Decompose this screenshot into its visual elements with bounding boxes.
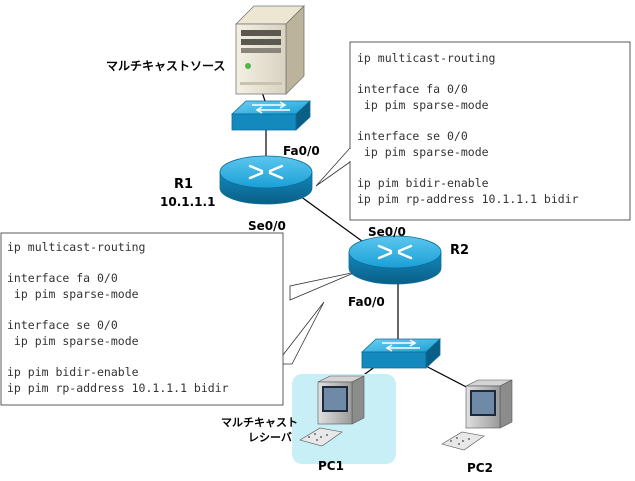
pc1-icon bbox=[299, 375, 365, 447]
r2-callout-pointer bbox=[289, 271, 357, 301]
r1-config-text: ip multicast-routing interface fa 0/0 ip… bbox=[357, 51, 613, 206]
r2-config-line: ip pim rp-address 10.1.1.1 bidir bbox=[7, 381, 229, 395]
r1-callout-pointer bbox=[315, 146, 351, 187]
r1-se-port: Se0/0 bbox=[248, 219, 286, 233]
r2-config-line: ip pim sparse-mode bbox=[7, 334, 139, 348]
r1-config-line: ip pim bidir-enable bbox=[357, 176, 489, 190]
r2-config-line: ip multicast-routing bbox=[7, 240, 145, 254]
r1-config-line: interface se 0/0 bbox=[357, 129, 468, 143]
r1-config-callout: ip multicast-routing interface fa 0/0 ip… bbox=[315, 41, 631, 221]
switch-bottom-icon bbox=[360, 338, 442, 369]
r1-fa-port: Fa0/0 bbox=[283, 144, 320, 158]
r1-config-line: ip pim sparse-mode bbox=[357, 98, 489, 112]
r2-config-callout: ip multicast-routing interface fa 0/0 ip… bbox=[0, 232, 357, 406]
r2-config-line: ip pim bidir-enable bbox=[7, 365, 139, 379]
r1-address: 10.1.1.1 bbox=[160, 195, 215, 209]
r2-config-line: interface fa 0/0 bbox=[7, 271, 118, 285]
r1-config-line: ip pim sparse-mode bbox=[357, 145, 489, 159]
r2-fa-port: Fa0/0 bbox=[348, 295, 385, 309]
r2-se-port: Se0/0 bbox=[368, 225, 406, 239]
r1-config-box bbox=[349, 41, 631, 221]
r1-config-line: ip multicast-routing bbox=[357, 51, 495, 65]
r1-name: R1 bbox=[174, 177, 193, 192]
r2-config-line: ip pim sparse-mode bbox=[7, 287, 139, 301]
server-label: マルチキャストソース bbox=[106, 59, 225, 73]
receiver-label-line1: マルチキャスト bbox=[221, 416, 298, 429]
r2-config-line: interface se 0/0 bbox=[7, 318, 118, 332]
r2-config-text: ip multicast-routing interface fa 0/0 ip… bbox=[7, 240, 263, 395]
r1-router-icon bbox=[219, 155, 313, 205]
pc2-icon bbox=[441, 379, 513, 451]
pc2-label: PC2 bbox=[467, 461, 493, 475]
r2-name: R2 bbox=[450, 243, 469, 258]
r2-router-icon bbox=[348, 235, 442, 285]
r2-callout-pointer-lower bbox=[275, 301, 325, 365]
r1-config-line: interface fa 0/0 bbox=[357, 82, 468, 96]
link-r1-r2 bbox=[299, 195, 367, 245]
r2-config-box bbox=[0, 232, 284, 406]
pc1-label: PC1 bbox=[318, 459, 344, 473]
switch-top-icon bbox=[230, 100, 312, 131]
receiver-label-line2: レシーバ bbox=[248, 431, 292, 444]
server-icon bbox=[235, 5, 305, 95]
r1-config-line: ip pim rp-address 10.1.1.1 bidir bbox=[357, 192, 579, 206]
